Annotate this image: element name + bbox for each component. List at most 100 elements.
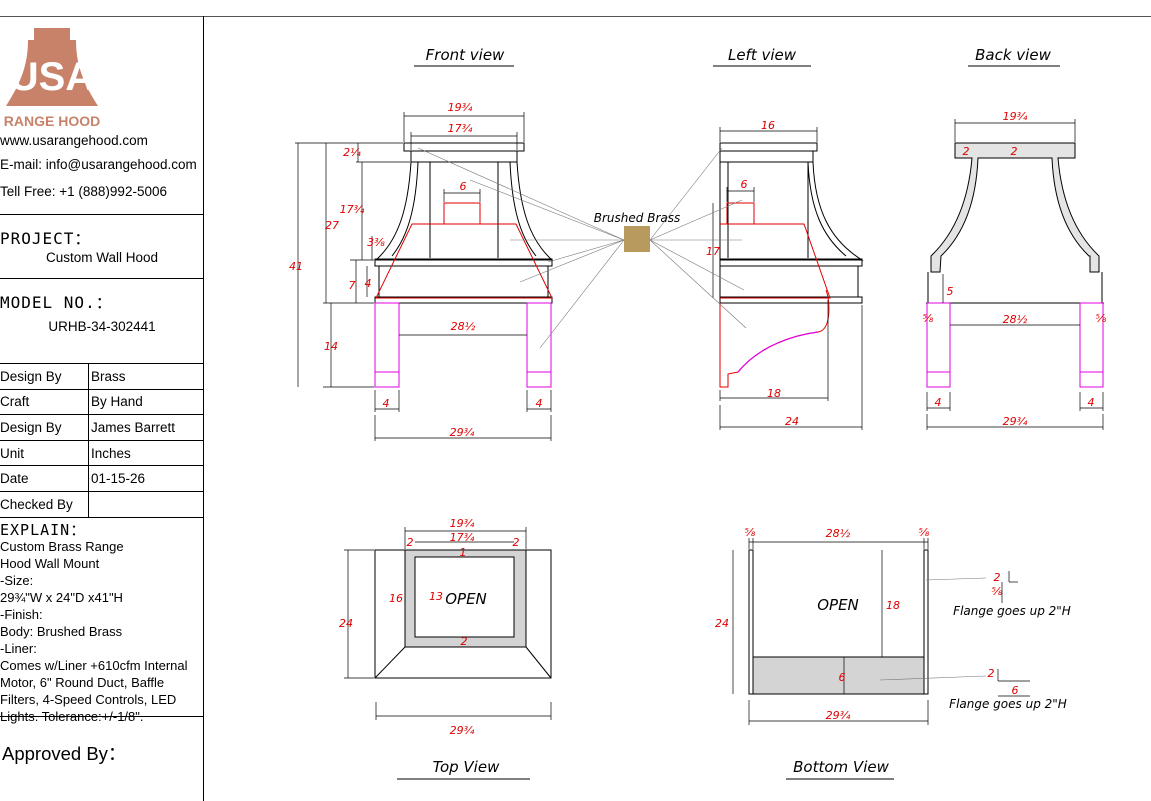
- dim-label: 3⅜: [367, 236, 385, 249]
- divider: [0, 716, 204, 717]
- dim-label: 28½: [826, 527, 851, 540]
- model-label: MODEL NO.：: [0, 293, 113, 312]
- dim-label: 2: [407, 536, 414, 549]
- front-view-title: Front view: [426, 46, 505, 64]
- dim-label: 6: [460, 180, 467, 193]
- dim-label: 2: [988, 667, 995, 680]
- dim-label: 29¾: [1003, 415, 1028, 428]
- contact-website[interactable]: www.usarangehood.com: [0, 133, 148, 148]
- dim-label: 17¾: [448, 122, 473, 135]
- dim-label: 2: [963, 145, 970, 158]
- logo-hood-icon: USA RANGE HOOD: [4, 28, 100, 129]
- dim-label: 7: [349, 279, 356, 292]
- flange-note-lower: Flange goes up 2"H: [949, 697, 1067, 711]
- top-view-title: Top View: [433, 758, 500, 776]
- dim-label: 28½: [1003, 313, 1028, 326]
- technical-drawing: Front view Left view Back view Top View …: [289, 46, 1107, 780]
- bottom-view-title: Bottom View: [793, 758, 889, 776]
- dim-label: 17¾: [340, 203, 365, 216]
- project-label: PROJECT：: [0, 229, 92, 248]
- dim-label: ⅝: [992, 585, 1003, 598]
- front-view-drawing: [295, 112, 554, 441]
- contact-phone: Tell Free: +1 (888)992-5006: [0, 184, 167, 199]
- row-value: James Barrett: [88, 414, 204, 441]
- row-label: Checked By: [0, 490, 89, 518]
- dim-label: ⅝: [923, 312, 934, 325]
- dim-label: 4: [935, 396, 942, 409]
- dim-label: 4: [365, 277, 372, 290]
- top-open-label: OPEN: [445, 590, 487, 608]
- dim-label: 2: [513, 536, 520, 549]
- material-callout: Brushed Brass: [417, 147, 747, 349]
- dim-label: 2: [1011, 145, 1018, 158]
- row-value: [88, 490, 204, 518]
- bottom-view-drawing: OPEN Flange goes up 2"H: [732, 538, 1071, 725]
- logo-letters: USA: [10, 55, 94, 99]
- dim-label: 19¾: [1003, 110, 1028, 123]
- model-value: URHB-34-302441: [48, 319, 156, 334]
- left-view-title: Left view: [728, 46, 797, 64]
- divider: [0, 278, 204, 279]
- dim-label: 29¾: [826, 709, 851, 722]
- dim-label: 17: [706, 245, 720, 258]
- dim-label: 24: [785, 415, 799, 428]
- dim-label: ⅝: [745, 526, 756, 539]
- row-label: Design By: [0, 414, 89, 441]
- table-row: Checked By: [0, 490, 204, 518]
- dim-label: 41: [289, 260, 303, 273]
- dim-label: ⅝: [919, 526, 930, 539]
- flange-note-upper: Flange goes up 2"H: [953, 604, 1071, 618]
- row-value: Brass: [88, 363, 204, 390]
- dim-label: 18: [886, 599, 900, 612]
- dim-label: 2: [461, 635, 468, 648]
- material-label: Brushed Brass: [594, 211, 680, 225]
- top-view-drawing: OPEN: [344, 527, 552, 720]
- row-label: Unit: [0, 439, 89, 467]
- dim-label: 6: [839, 671, 846, 684]
- dim-label: 24: [339, 617, 353, 630]
- usa-range-hood-logo: USA RANGE HOOD: [4, 26, 100, 130]
- dimension-labels: 19¾ 17¾ 2¼ 17¾ 27 41 3⅜ 7 4 6 28½ 14 4 4…: [289, 101, 1107, 737]
- brushed-brass-swatch: [624, 226, 650, 252]
- back-view-drawing: [926, 119, 1104, 430]
- title-block-sidebar: USA RANGE HOOD www.usarangehood.com E-ma…: [0, 16, 204, 801]
- dim-label: 24: [715, 617, 729, 630]
- bottom-open-label: OPEN: [817, 596, 859, 614]
- dim-label: 14: [324, 340, 338, 353]
- row-value: By Hand: [88, 388, 204, 416]
- dim-label: 1: [460, 546, 467, 559]
- dim-label: 4: [383, 397, 390, 410]
- explain-label: EXPLAIN：: [0, 521, 87, 539]
- top-border-line: [0, 16, 1151, 17]
- dim-label: 29¾: [450, 426, 475, 439]
- dim-label: 17¾: [450, 531, 475, 544]
- explain-text: Custom Brass Range Hood Wall Mount -Size…: [0, 539, 188, 724]
- approved-by-label: Approved By：: [2, 743, 127, 764]
- dim-label: 27: [325, 219, 339, 232]
- left-view-drawing: [712, 127, 864, 430]
- dim-label: 18: [767, 387, 781, 400]
- divider: [0, 214, 204, 215]
- contact-email[interactable]: E-mail: info@usarangehood.com: [0, 157, 197, 172]
- dim-label: 2: [994, 571, 1001, 584]
- dim-label: 6: [1012, 684, 1019, 697]
- dim-label: ⅝: [1096, 312, 1107, 325]
- dim-label: 13: [429, 590, 443, 603]
- dim-label: 16: [761, 119, 775, 132]
- dim-label: 4: [1088, 396, 1095, 409]
- dim-label: 2¼: [343, 146, 361, 159]
- row-value: Inches: [88, 439, 204, 467]
- row-label: Craft: [0, 388, 89, 416]
- back-view-title: Back view: [975, 46, 1051, 64]
- dim-label: 6: [741, 178, 748, 191]
- project-value: Custom Wall Hood: [45, 250, 159, 265]
- dim-label: 4: [536, 397, 543, 410]
- row-value: 01-15-26: [88, 465, 204, 492]
- dim-label: 19¾: [450, 517, 475, 530]
- row-label: Date: [0, 465, 89, 492]
